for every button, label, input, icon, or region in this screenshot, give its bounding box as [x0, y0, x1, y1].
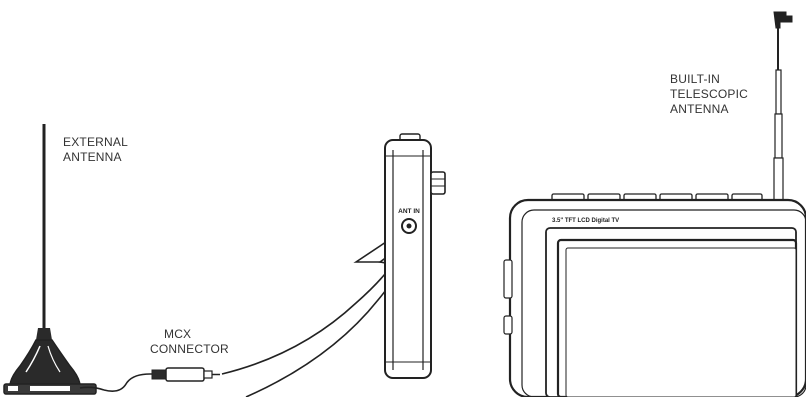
builtin-antenna-label-line: TELESCOPIC [670, 87, 749, 101]
mcx-connector [151, 367, 220, 382]
side-switch [430, 171, 446, 195]
external-antenna-label-line: EXTERNAL [63, 135, 128, 149]
tv-front-view [503, 11, 806, 397]
antenna-cable-start [79, 386, 105, 391]
external-antenna-illustration [3, 124, 105, 395]
telescopic-antenna [773, 11, 793, 201]
tv-side-view [384, 133, 446, 379]
antenna-collar [36, 328, 52, 340]
mcx-connector-label: MCX CONNECTOR [150, 327, 238, 357]
external-antenna-label-line: ANTENNA [63, 150, 122, 164]
antenna-cable [103, 373, 162, 392]
tv-side-body [384, 139, 432, 379]
antenna-base [9, 339, 81, 387]
builtin-antenna-label: BUILT-IN TELESCOPIC ANTENNA [670, 72, 748, 117]
mcx-connector-label-line: CONNECTOR [150, 342, 229, 356]
builtin-antenna-label-line: ANTENNA [670, 102, 729, 116]
mcx-connector-label-line: MCX [164, 327, 192, 341]
external-antenna-label: EXTERNAL ANTENNA [63, 135, 128, 165]
builtin-antenna-label-line: BUILT-IN [670, 72, 721, 86]
tv-model-label: 3.5" TFT LCD Digital TV [552, 218, 619, 224]
ant-in-label: ANT IN [398, 208, 420, 215]
